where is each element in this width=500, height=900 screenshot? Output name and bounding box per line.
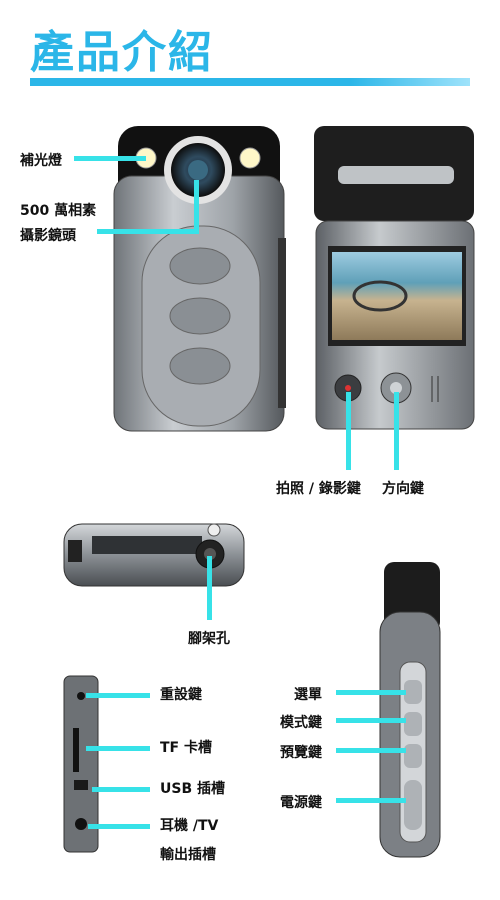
title-underline <box>30 78 470 86</box>
pointer-reset <box>86 693 150 698</box>
label-fill-light: 補光燈 <box>20 153 62 169</box>
label-mode: 模式鍵 <box>280 715 322 731</box>
label-reset: 重設鍵 <box>160 687 202 703</box>
camera-right-side-image <box>379 562 441 858</box>
label-lens: 攝影鏡頭 <box>20 228 76 244</box>
pointer-mode <box>336 718 406 723</box>
pointer-tripod <box>207 556 212 620</box>
label-tf-slot: TF 卡槽 <box>160 740 212 756</box>
pointer-direction <box>394 392 399 470</box>
camera-bottom-image <box>63 523 245 587</box>
pointer-usb-slot <box>92 787 150 792</box>
pointer-lens-v <box>194 180 199 234</box>
label-tripod: 腳架孔 <box>188 631 230 647</box>
pointer-lens-h <box>97 229 199 234</box>
pointer-fill-light <box>74 156 146 161</box>
label-direction: 方向鍵 <box>382 481 424 497</box>
pointer-menu <box>336 690 406 695</box>
label-output-slot: 輸出插槽 <box>160 847 216 863</box>
pointer-tf-slot <box>86 746 150 751</box>
pointer-power <box>336 798 406 803</box>
label-megapixel: 500 萬相素 <box>20 203 97 219</box>
label-usb-slot: USB 插槽 <box>160 781 225 797</box>
camera-front-image <box>113 126 286 432</box>
label-power: 電源鍵 <box>280 795 322 811</box>
camera-left-side-image <box>63 675 99 853</box>
pointer-preview <box>336 748 406 753</box>
pointer-earphone-tv <box>88 824 150 829</box>
pointer-shutter <box>346 392 351 470</box>
label-menu: 選單 <box>294 687 322 703</box>
page-title: 產品介紹 <box>30 27 214 78</box>
label-preview: 預覽鍵 <box>280 745 322 761</box>
camera-back-image <box>314 126 475 430</box>
label-shutter: 拍照 / 錄影鍵 <box>276 481 361 497</box>
label-earphone-tv: 耳機 /TV <box>160 818 219 834</box>
